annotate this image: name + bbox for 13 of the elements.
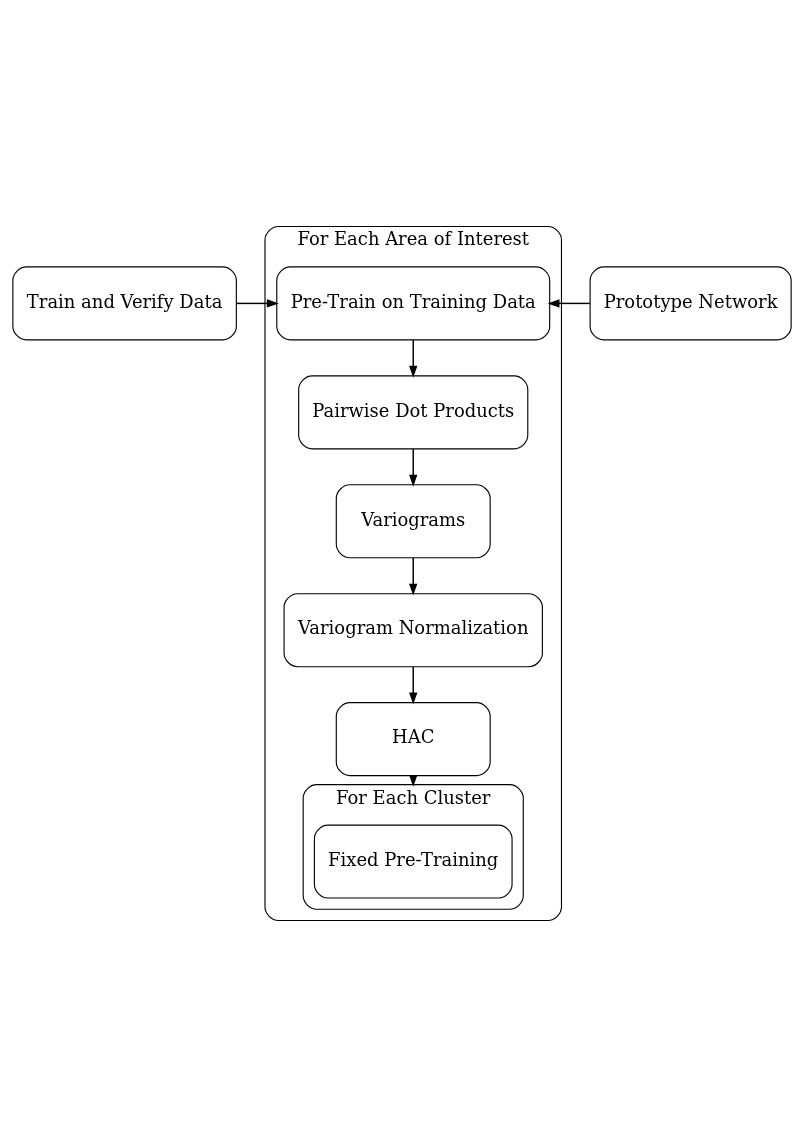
node-box: Pairwise Dot Products — [298, 374, 529, 449]
arrow — [547, 298, 591, 308]
node-box: Fixed Pre-Training — [313, 824, 513, 899]
arrow — [409, 556, 418, 596]
node-box: Variogram Normalization — [283, 592, 543, 667]
node-box: Variograms — [335, 483, 491, 558]
arrow — [235, 298, 279, 308]
arrow — [409, 338, 418, 378]
arrow — [409, 447, 418, 487]
node-box: Train and Verify Data — [12, 265, 237, 340]
node-box: Pre-Train on Training Data — [276, 265, 551, 340]
node-box: Prototype Network — [589, 265, 792, 340]
arrow — [409, 665, 418, 704]
